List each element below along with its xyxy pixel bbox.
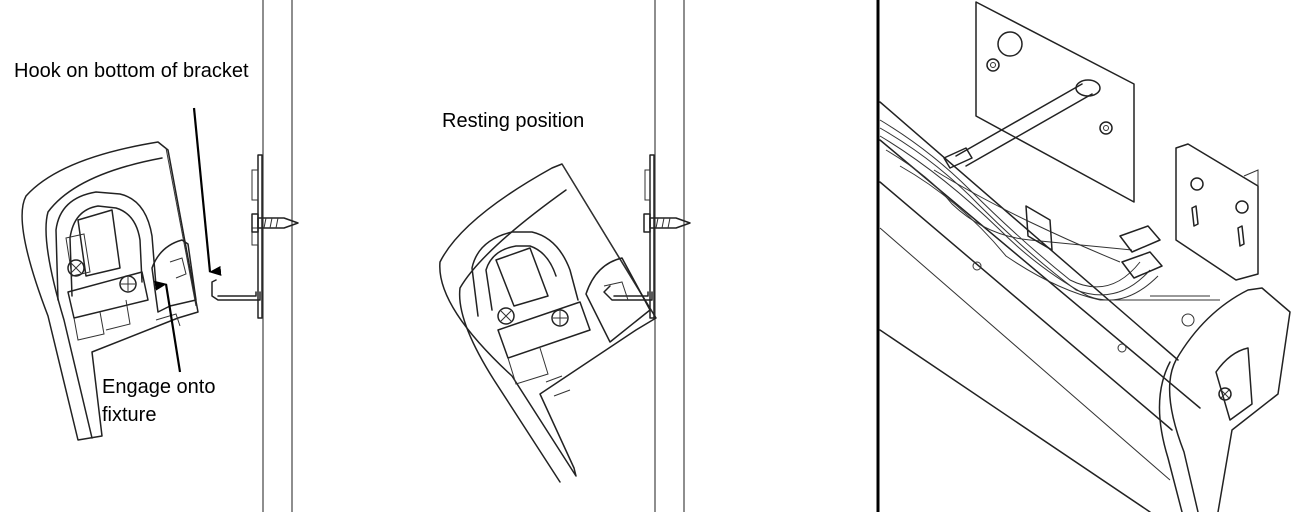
label-engage-line2: fixture xyxy=(102,404,156,426)
middle-panel: Resting position xyxy=(439,0,691,512)
label-hook-on-bracket: Hook on bottom of bracket xyxy=(14,60,249,82)
side-mounting-bracket xyxy=(1175,143,1259,281)
wiring-bundle xyxy=(879,119,1159,301)
wire-connectors xyxy=(1025,205,1163,279)
left-panel: Hook on bottom of bracket Engage onto fi… xyxy=(14,0,299,512)
label-resting-position: Resting position xyxy=(442,110,584,132)
arrow-hook xyxy=(192,107,222,276)
wall-screw-2 xyxy=(643,213,691,233)
fixture-endcap-resting xyxy=(439,163,657,483)
suspension-rod xyxy=(943,79,1101,169)
wall-bracket-2 xyxy=(603,154,655,319)
wall-bracket xyxy=(211,154,263,319)
ceiling-plate xyxy=(975,1,1135,203)
right-panel xyxy=(879,1,1291,512)
fixture-endcap xyxy=(21,141,199,441)
fixture-endcap-right xyxy=(1158,287,1291,512)
fixture-body-perspective xyxy=(879,101,1220,512)
label-engage-line1: Engage onto xyxy=(102,376,215,398)
arrow-engage xyxy=(154,280,182,373)
wall-screw xyxy=(251,213,299,233)
